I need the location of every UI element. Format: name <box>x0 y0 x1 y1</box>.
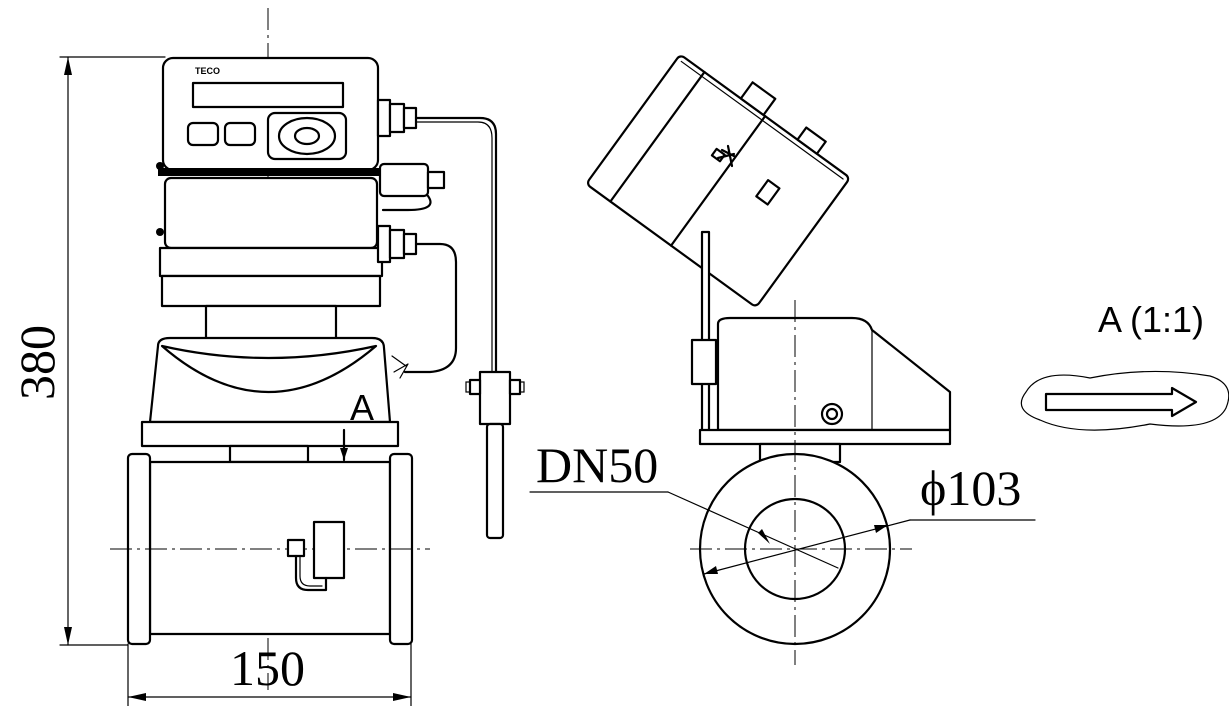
pipe-body <box>110 452 430 646</box>
height-label: 380 <box>9 325 65 400</box>
width-label: 150 <box>230 640 305 696</box>
electronic-unit: TECO <box>156 56 384 308</box>
view-marker-label: A <box>350 387 374 428</box>
outer-diameter-label: ϕ103 <box>920 460 1021 516</box>
front-view: TECO <box>9 8 525 706</box>
cable-glands <box>376 98 446 264</box>
od-dimension: ϕ103 <box>703 460 1036 575</box>
svg-text:TECO: TECO <box>195 66 220 76</box>
view-a-detail: A (1:1) <box>1020 299 1229 431</box>
temperature-probe <box>465 370 525 540</box>
tilted-electronic-unit <box>587 55 850 307</box>
sensor-cables <box>391 116 498 379</box>
height-dimension: 380 <box>9 56 166 646</box>
dn-dimension: DN50 <box>529 437 839 569</box>
nominal-diameter-label: DN50 <box>536 437 658 493</box>
side-housing <box>698 316 952 464</box>
side-view: DN50 ϕ103 <box>529 55 1036 665</box>
view-marker-a: A <box>340 387 374 462</box>
view-title: A (1:1) <box>1098 299 1204 340</box>
width-dimension: 150 <box>127 640 412 706</box>
meter-housing <box>140 304 400 464</box>
